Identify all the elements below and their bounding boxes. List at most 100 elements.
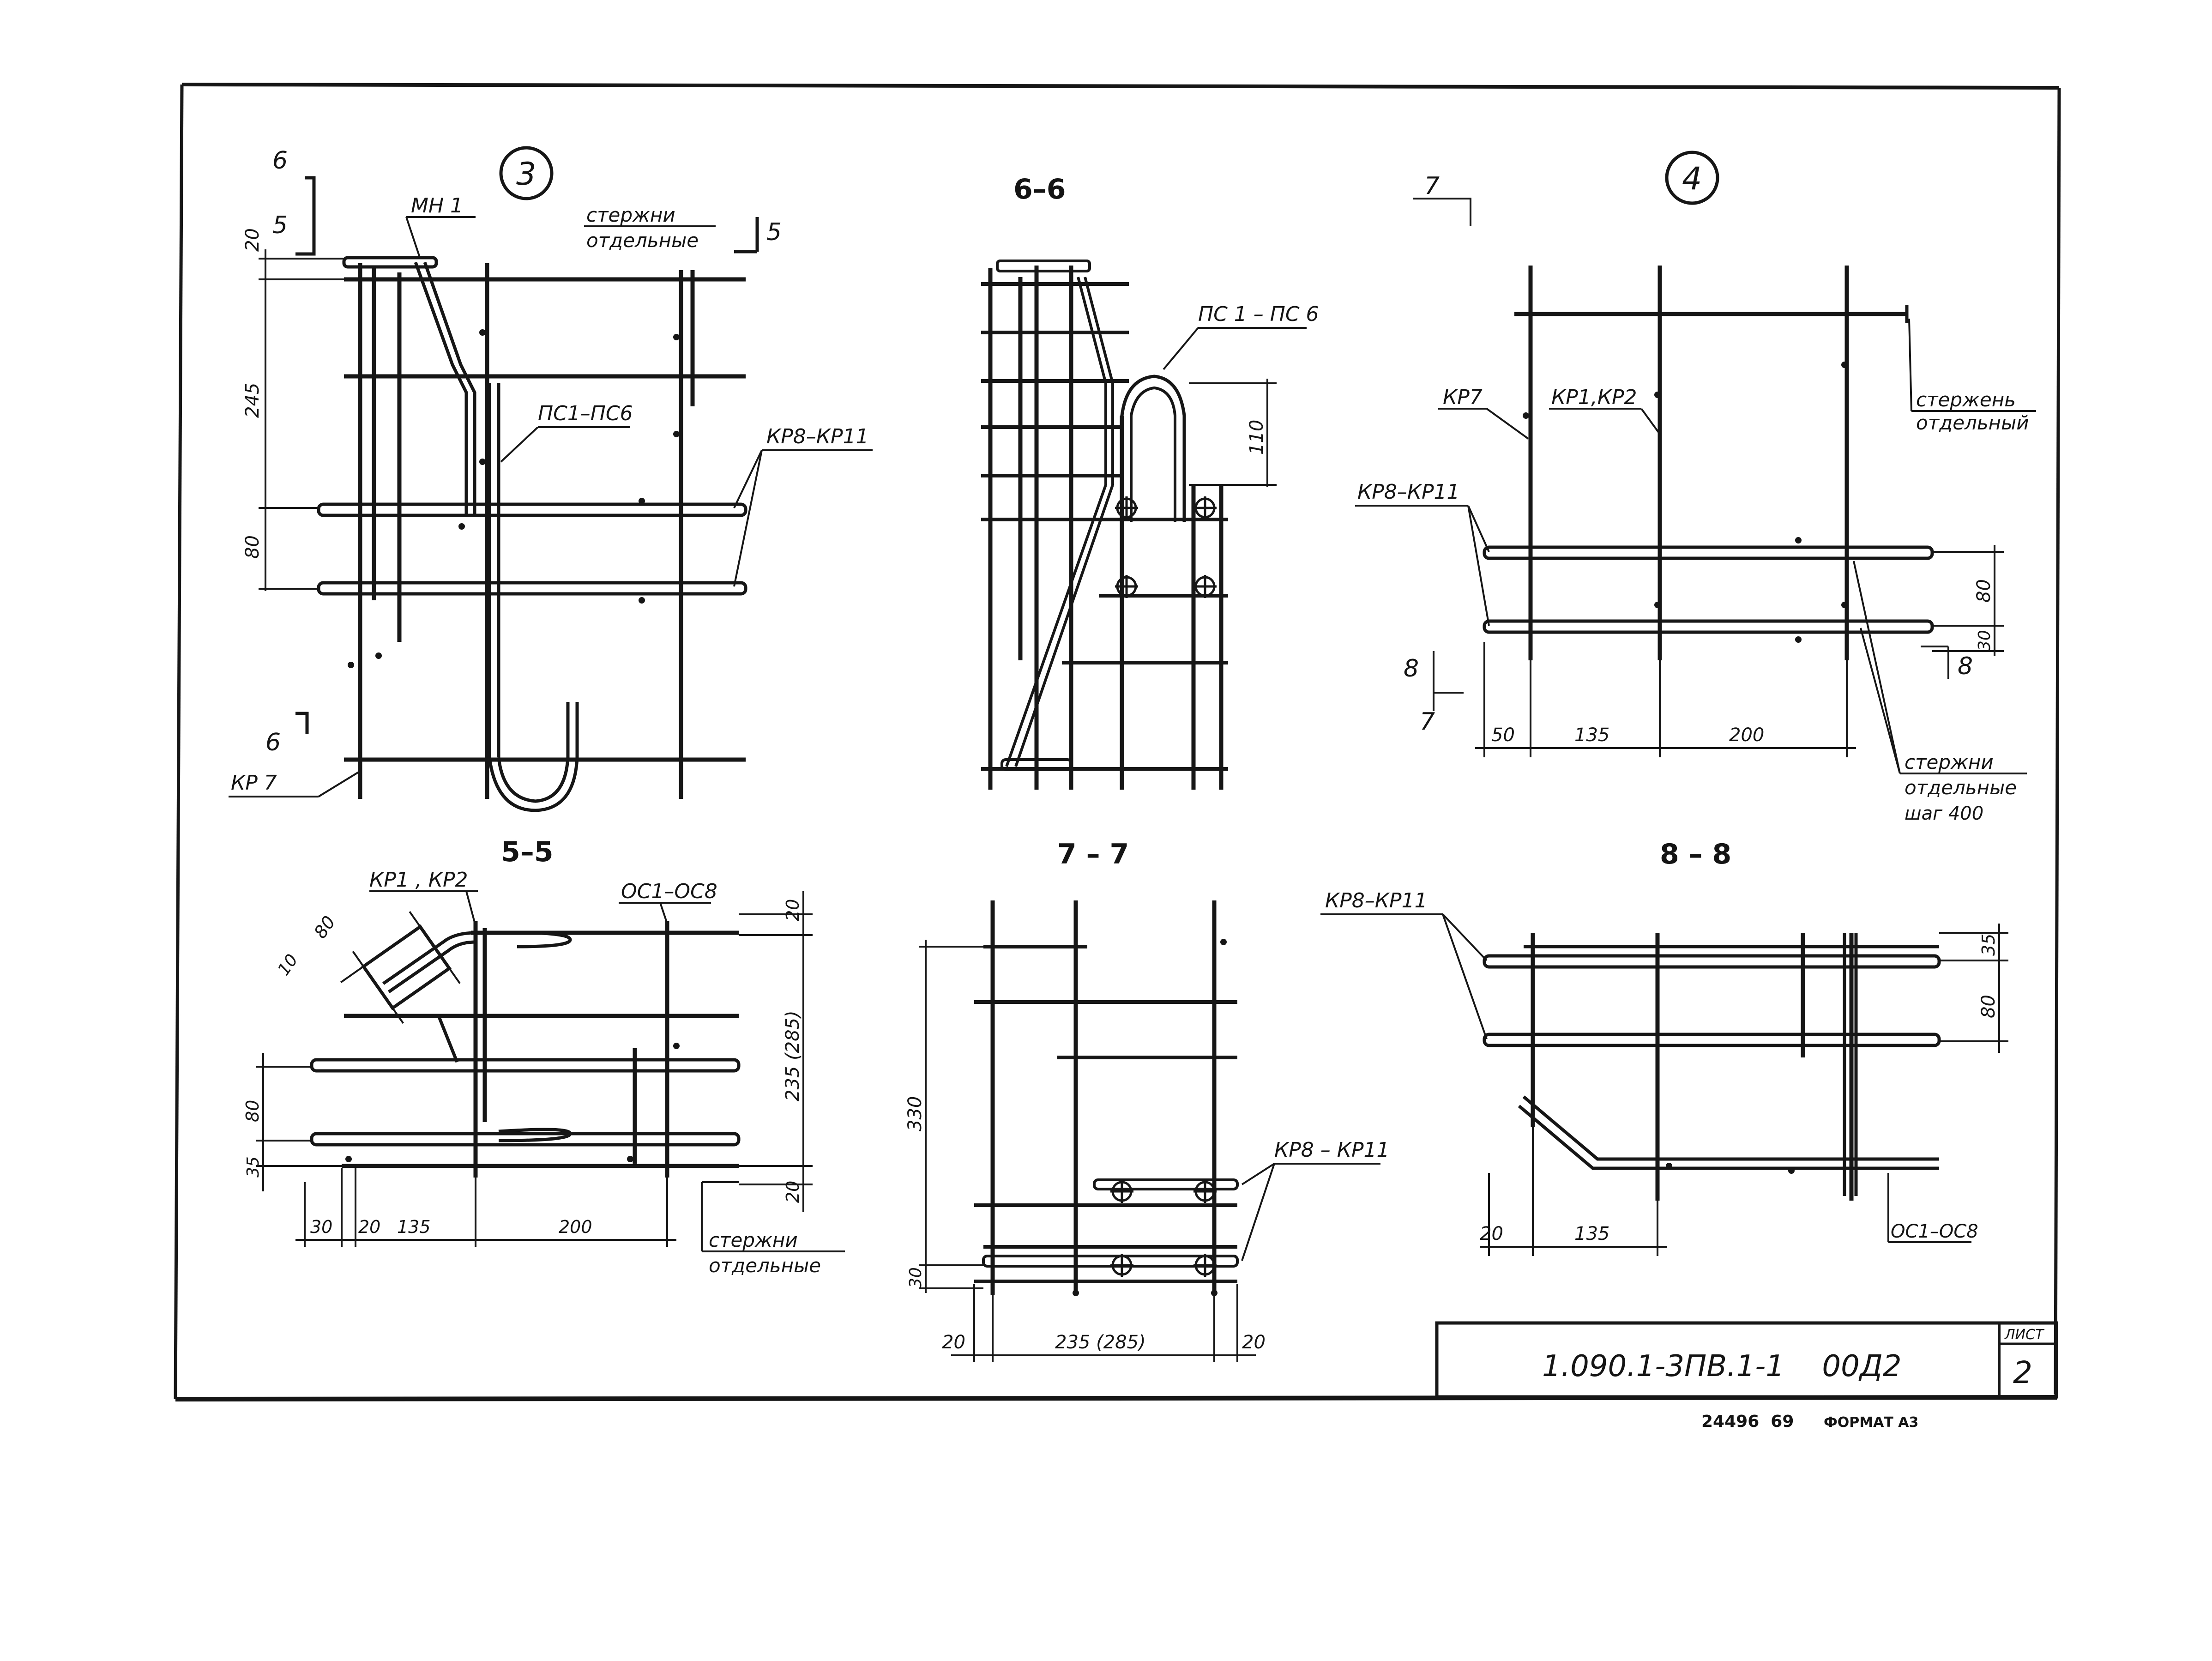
detail-4-label-rod-1: стержень xyxy=(1916,388,2016,411)
detail-3-label-rods-2: отдельные xyxy=(586,229,699,252)
section-5-5-dots xyxy=(345,1043,680,1162)
detail-4-double-bars xyxy=(1483,305,1934,634)
detail-4-label-rod-2: отдельный xyxy=(1916,411,2029,434)
section-7-7-circles xyxy=(1110,1180,1217,1277)
section-5-5-dim-135: 135 xyxy=(397,1217,431,1237)
footer-number: 24496 69 xyxy=(1701,1412,1794,1431)
detail-4-dimensions xyxy=(1355,198,2036,774)
detail-3-number: 3 xyxy=(516,156,536,193)
detail-4-dim-30: 30 xyxy=(1975,630,1994,651)
detail-4: 4 xyxy=(1355,151,2036,824)
section-7-7-dim-235: 235 (285) xyxy=(1055,1332,1146,1353)
detail-4-label-rods-3: шаг 400 xyxy=(1905,803,1983,824)
detail-3-label-mn1: МН 1 xyxy=(411,194,463,217)
detail-4-cut-8-left: 8 xyxy=(1404,655,1419,683)
section-5-5-label-rods-2: отдельные xyxy=(709,1254,821,1277)
detail-4-rods xyxy=(1514,266,1907,660)
section-7-7-dots xyxy=(1073,939,1227,1296)
detail-4-cut-7-bottom: 7 xyxy=(1420,708,1435,736)
detail-4-number: 4 xyxy=(1682,161,1702,197)
detail-3-rods xyxy=(344,263,746,799)
section-5-5-dim-20c: 20 xyxy=(358,1217,380,1237)
section-5-5-label-os: ОС1–ОС8 xyxy=(621,880,717,903)
section-5-5-rods xyxy=(342,921,739,1178)
section-7-7-dim-30: 30 xyxy=(906,1267,925,1288)
detail-4-label-rods-1: стержни xyxy=(1905,751,1994,773)
section-7-7-dimensions xyxy=(919,940,1380,1362)
section-5-5-dim-20a: 20 xyxy=(783,899,803,921)
detail-3-dots xyxy=(348,329,680,668)
sheet-number: 2 xyxy=(2013,1355,2032,1390)
detail-4-dim-80: 80 xyxy=(1973,579,1995,603)
section-8-8: 8 – 8 xyxy=(1320,838,2008,1256)
section-8-8-label-os: ОС1–ОС8 xyxy=(1891,1221,1978,1242)
detail-3-cut-5-right: 5 xyxy=(766,218,782,246)
section-8-8-title: 8 – 8 xyxy=(1660,838,1731,870)
section-5-5-dim-200: 200 xyxy=(559,1217,592,1237)
detail-3-circle xyxy=(499,146,554,200)
detail-3-dim-20: 20 xyxy=(242,228,263,252)
section-7-7: 7 – 7 xyxy=(904,838,1390,1362)
detail-3-dimensions xyxy=(259,249,344,591)
section-7-7-dim-330: 330 xyxy=(904,1096,926,1131)
section-8-8-dim-20: 20 xyxy=(1480,1223,1503,1244)
detail-3-cut-6-bottom: 6 xyxy=(265,729,281,756)
section-6-6-dimensions xyxy=(1163,327,1307,487)
detail-3-cut-5-left: 5 xyxy=(272,211,288,239)
detail-4-dim-200: 200 xyxy=(1729,725,1764,746)
detail-4-label-rods-2: отдельные xyxy=(1905,776,2017,799)
section-6-6-dim-110: 110 xyxy=(1246,420,1267,455)
detail-3: 3 xyxy=(229,146,873,812)
title-block xyxy=(1435,1321,2058,1399)
section-6-6: 6–6 xyxy=(981,173,1319,790)
detail-4-circle xyxy=(1665,151,1719,205)
section-7-7-rungs xyxy=(974,945,1239,1283)
section-5-5-dim-30: 30 xyxy=(310,1217,332,1237)
section-5-5-dimensions xyxy=(256,890,845,1252)
detail-4-cut-8-right: 8 xyxy=(1958,652,1973,680)
section-8-8-dim-35: 35 xyxy=(1978,934,1999,956)
sheet-code: 1.090.1-3ПВ.1-1 00Д2 xyxy=(1542,1349,1902,1383)
section-8-8-rods xyxy=(1531,933,1854,1201)
sheet-label: ЛИСТ xyxy=(2004,1327,2045,1343)
section-7-7-dim-20a: 20 xyxy=(942,1332,965,1353)
section-7-7-label-kr8: КР8 – КР11 xyxy=(1274,1138,1390,1162)
section-8-8-dots xyxy=(1666,1163,1795,1174)
detail-3-leaders xyxy=(229,216,873,797)
detail-3-dim-80: 80 xyxy=(242,535,263,559)
detail-4-label-kr7: КР7 xyxy=(1443,386,1483,409)
section-5-5-double-bars xyxy=(310,911,741,1147)
detail-4-cut-7-top: 7 xyxy=(1424,172,1440,200)
detail-3-double-bars xyxy=(295,176,759,812)
section-5-5-title: 5–5 xyxy=(501,836,554,868)
detail-3-cut-6-top: 6 xyxy=(272,147,288,175)
section-8-8-label-kr8: КР8–КР11 xyxy=(1325,889,1428,912)
section-5-5-label-rods-1: стержни xyxy=(709,1229,798,1251)
section-5-5-dim-10: 10 xyxy=(274,951,302,979)
footer-format: ФОРМАТ А3 xyxy=(1824,1414,1918,1431)
detail-3-label-ps: ПС1–ПС6 xyxy=(538,402,633,425)
section-8-8-double-bars xyxy=(1483,933,1941,1196)
section-7-7-dim-20b: 20 xyxy=(1242,1332,1266,1353)
detail-3-dim-245: 245 xyxy=(242,383,263,418)
section-5-5-label-kr12: КР1 , КР2 xyxy=(369,868,468,892)
section-5-5: 5–5 xyxy=(242,836,845,1277)
detail-4-label-kr8: КР8–КР11 xyxy=(1357,480,1460,504)
section-6-6-circles xyxy=(1115,496,1217,598)
section-8-8-dim-135: 135 xyxy=(1574,1223,1609,1244)
detail-4-dim-50: 50 xyxy=(1491,725,1515,746)
section-7-7-title: 7 – 7 xyxy=(1057,838,1129,870)
detail-4-dim-135: 135 xyxy=(1574,725,1609,746)
detail-4-dots xyxy=(1523,362,1848,643)
detail-3-label-rods-1: стержни xyxy=(586,204,675,226)
section-5-5-dim-235: 235 (285) xyxy=(782,1010,803,1101)
section-5-5-dim-80b: 80 xyxy=(242,1100,263,1122)
detail-4-label-kr12: КР1,КР2 xyxy=(1551,386,1637,409)
section-7-7-rods xyxy=(990,900,1217,1295)
drawing-frame xyxy=(174,83,2061,1401)
section-6-6-title: 6–6 xyxy=(1013,173,1066,205)
section-8-8-dimensions xyxy=(1320,913,2008,1256)
section-5-5-dim-80a: 80 xyxy=(310,912,339,942)
detail-3-label-kr8: КР8–КР11 xyxy=(766,425,869,448)
